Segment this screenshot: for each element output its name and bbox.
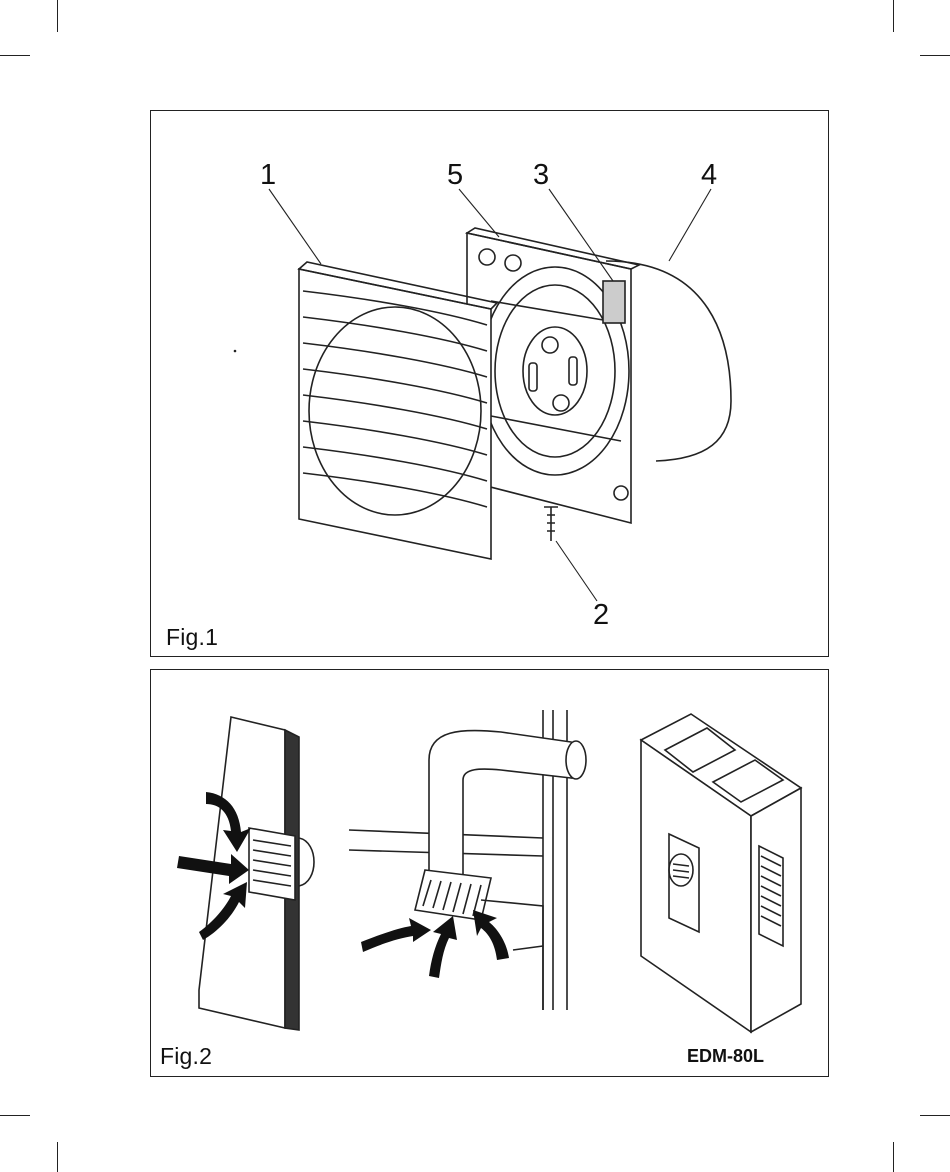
fan-exploded-view — [151, 111, 830, 658]
callout-2: 2 — [593, 599, 609, 632]
callout-1: 1 — [260, 159, 276, 192]
callout-4: 4 — [701, 159, 717, 192]
crop-mark — [893, 0, 894, 32]
crop-mark — [920, 55, 950, 56]
installation-examples — [151, 670, 830, 1078]
figure-2-label: Fig.2 — [160, 1043, 212, 1070]
callout-3: 3 — [533, 159, 549, 192]
crop-mark — [57, 0, 58, 32]
figure-2-panel: Fig.2 EDM-80L — [150, 669, 829, 1077]
chimney-scene — [641, 714, 801, 1032]
crop-mark — [893, 1142, 894, 1172]
crop-mark — [920, 1115, 950, 1116]
model-number: EDM-80L — [687, 1046, 764, 1067]
crop-mark — [57, 1142, 58, 1172]
figure-1-panel: 1 5 3 4 2 Fig.1 — [150, 110, 829, 657]
duct-scene — [349, 710, 586, 1010]
callout-5: 5 — [447, 159, 463, 192]
crop-mark — [0, 55, 30, 56]
figure-1-label: Fig.1 — [166, 624, 218, 651]
crop-mark — [0, 1115, 30, 1116]
